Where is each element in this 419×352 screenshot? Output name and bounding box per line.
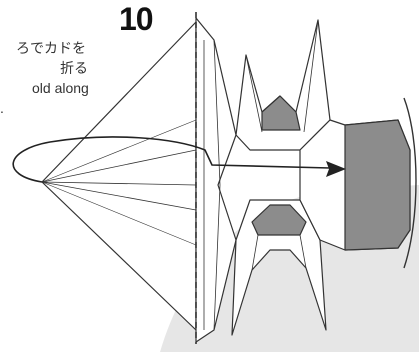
instruction-jp-line-2: 折る <box>60 58 110 78</box>
instruction-en-line-1: old along <box>32 78 110 98</box>
instruction-en-line-2: . <box>0 98 110 118</box>
instruction-jp-line-1: ろでカドを <box>16 38 110 58</box>
instruction-text: ろでカドを 折る old along . <box>0 38 110 118</box>
step-number: 10 <box>119 2 153 36</box>
right-flap <box>300 120 410 250</box>
top-point <box>236 20 330 150</box>
